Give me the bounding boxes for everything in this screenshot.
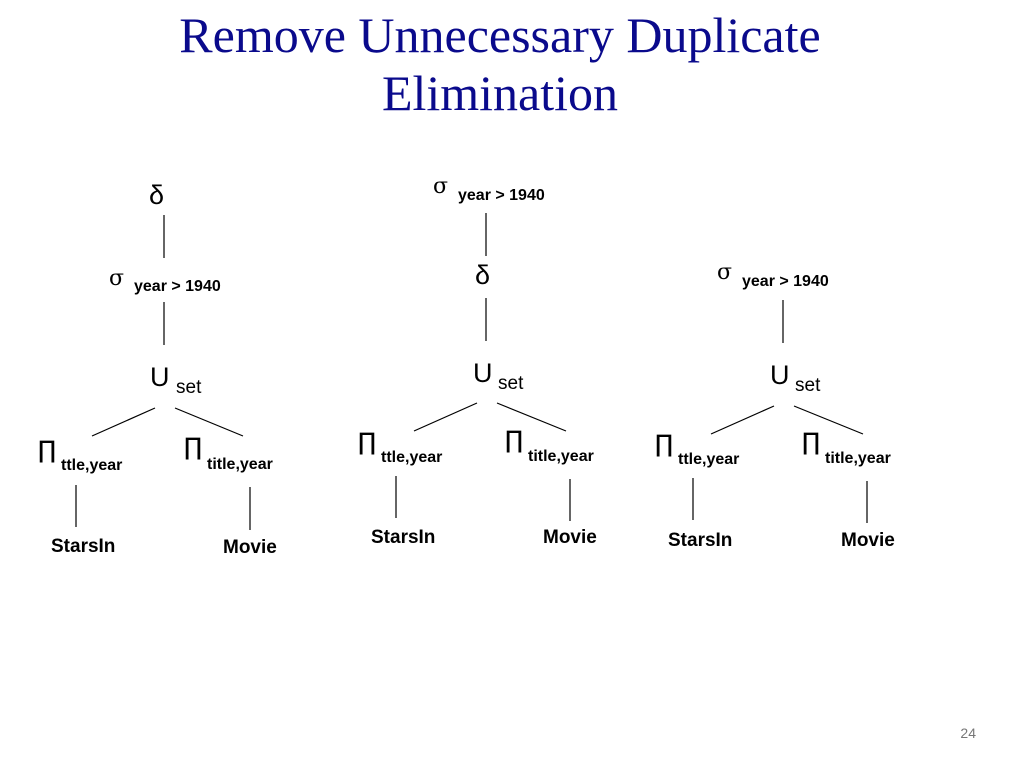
selection-condition: year > 1940 [742,273,829,290]
tree-edge [413,402,478,432]
relation-starsin: StarsIn [51,536,115,557]
sigma-operator: σ [109,266,124,291]
projection-attributes: title,year [207,456,273,473]
projection-attributes: ttle,year [61,457,122,474]
query-tree-3: σ year > 1940 U set ∏ ttle,year ∏ title,… [655,260,895,551]
projection-operator: ∏ [802,428,820,456]
projection-operator: ∏ [358,428,376,456]
slide-title: Remove Unnecessary Duplicate Elimination [0,6,1000,122]
relation-starsin: StarsIn [371,527,435,548]
union-operator: U [770,360,790,390]
union-subscript: set [498,373,524,394]
union-subscript: set [176,377,202,398]
union-operator: U [473,358,493,388]
union-operator: U [150,362,170,392]
projection-attributes: title,year [528,448,594,465]
selection-condition: year > 1940 [458,187,545,204]
relation-movie: Movie [543,527,597,548]
page-number: 24 [960,725,976,741]
sigma-operator: σ [717,260,732,285]
query-tree-1: δ σ year > 1940 U set ∏ ttle,year ∏ titl… [38,180,277,558]
selection-condition: year > 1940 [134,278,221,295]
union-subscript: set [795,375,821,396]
projection-operator: ∏ [38,436,56,464]
tree-edge [174,407,244,437]
tree-edge [496,402,567,432]
projection-operator: ∏ [184,433,202,461]
tree-edge [793,405,864,435]
projection-operator: ∏ [505,426,523,454]
relation-movie: Movie [841,530,895,551]
delta-operator: δ [149,180,164,210]
slide-title-line-2: Elimination [381,65,619,121]
query-tree-2: σ year > 1940 δ U set ∏ ttle,year ∏ titl… [358,174,597,548]
projection-operator: ∏ [655,430,673,458]
projection-attributes: ttle,year [381,449,442,466]
slide-title-line-1: Remove Unnecessary Duplicate [179,7,821,63]
tree-edge [710,405,775,435]
relation-starsin: StarsIn [668,530,732,551]
projection-attributes: title,year [825,450,891,467]
sigma-operator: σ [433,174,448,199]
tree-edge [91,407,156,437]
projection-attributes: ttle,year [678,451,739,468]
delta-operator: δ [475,260,490,290]
relation-movie: Movie [223,537,277,558]
